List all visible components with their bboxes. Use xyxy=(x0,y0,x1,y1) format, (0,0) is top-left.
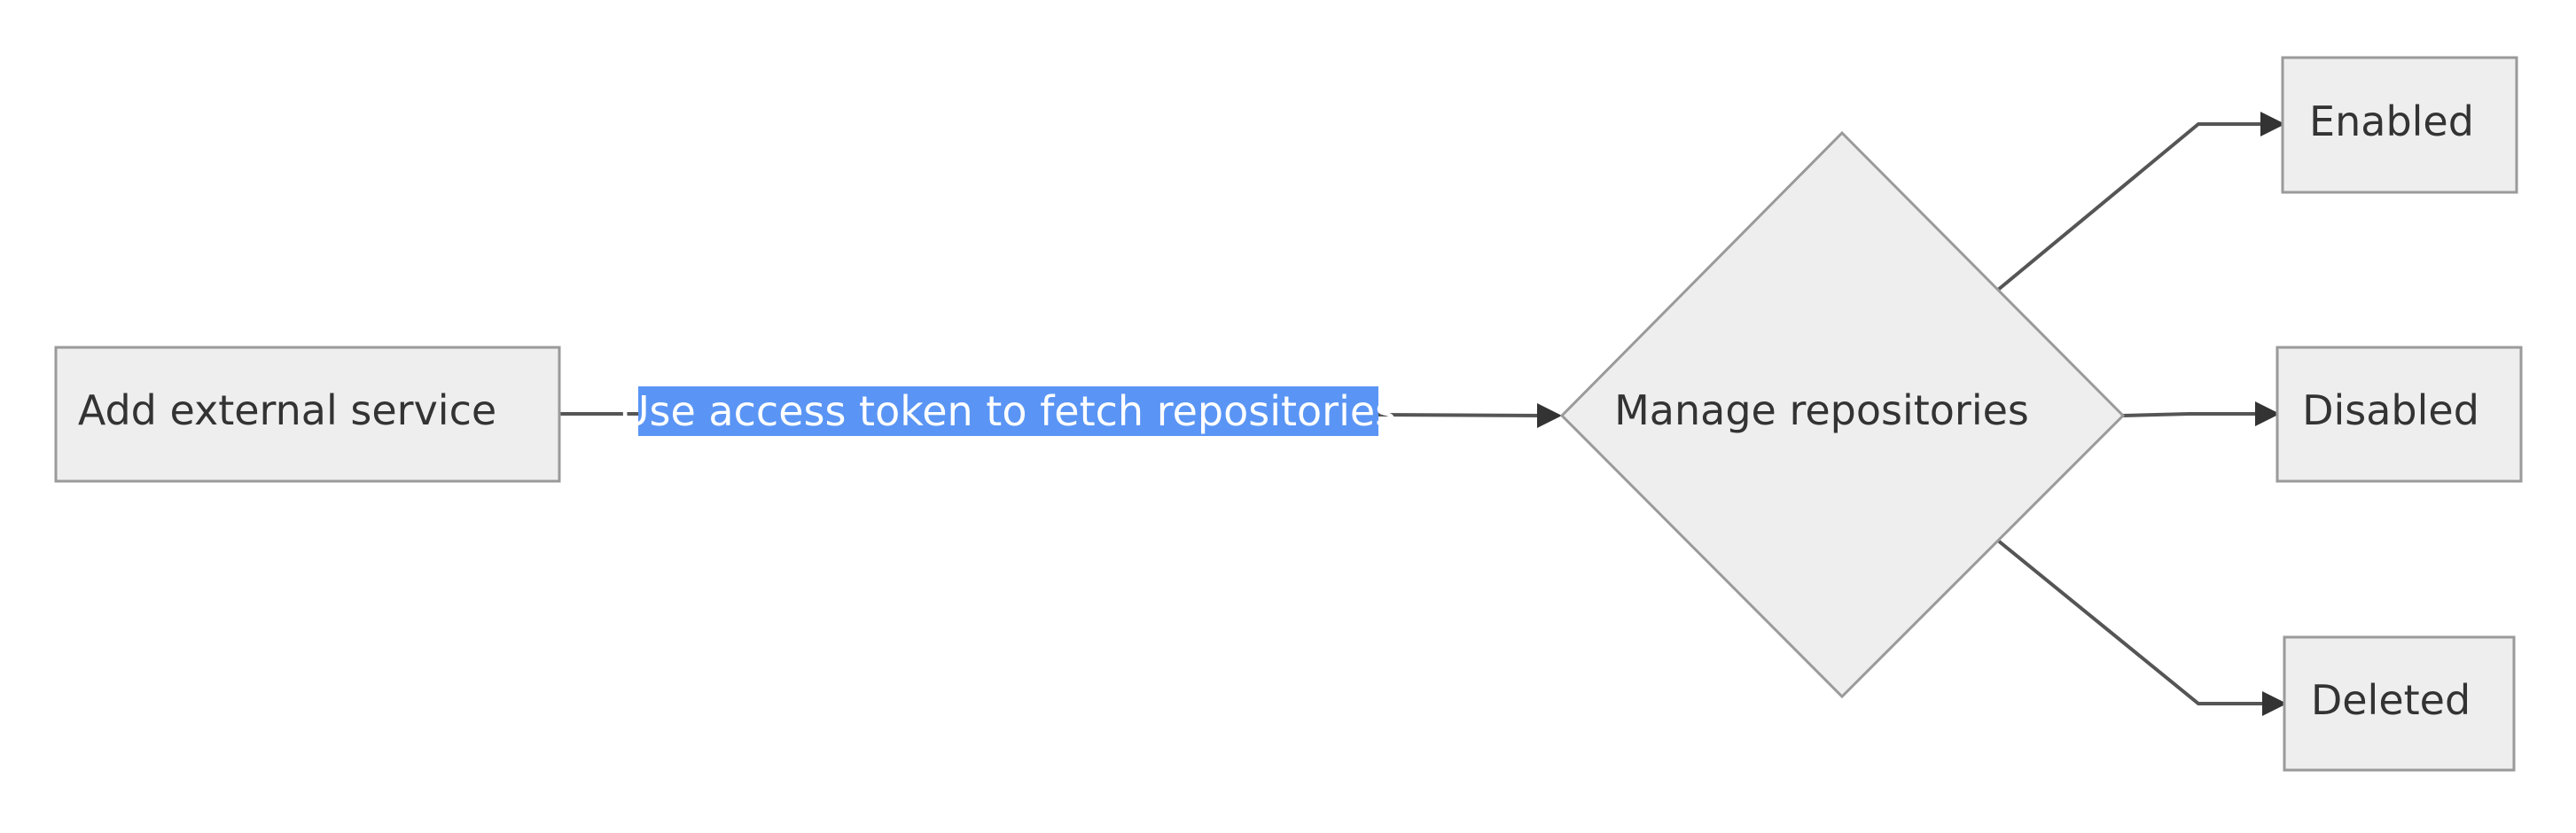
node-disabled: Disabled xyxy=(2275,346,2523,483)
node-add-external-service: Add external service xyxy=(54,346,561,483)
node-deleted: Deleted xyxy=(2283,635,2516,772)
edge-manage-to-disabled xyxy=(2122,401,2280,426)
node-label: Manage repositories xyxy=(1614,386,2029,434)
edge-manage-to-enabled xyxy=(1996,112,2285,292)
node-enabled: Enabled xyxy=(2281,56,2518,194)
edge-label-fetch: Use access token to fetch repositories xyxy=(620,386,1396,436)
node-label: Add external service xyxy=(78,386,496,434)
node-manage-repositories: Manage repositories xyxy=(1559,130,2126,699)
node-label: Deleted xyxy=(2311,676,2471,724)
edge-label-highlight xyxy=(638,386,1378,436)
node-label: Disabled xyxy=(2302,386,2479,434)
edge-label-text: Use access token to fetch repositories xyxy=(620,387,1396,435)
node-label: Enabled xyxy=(2309,97,2474,145)
edge-add-to-manage xyxy=(559,403,1562,428)
edge-manage-to-deleted xyxy=(1996,539,2287,716)
